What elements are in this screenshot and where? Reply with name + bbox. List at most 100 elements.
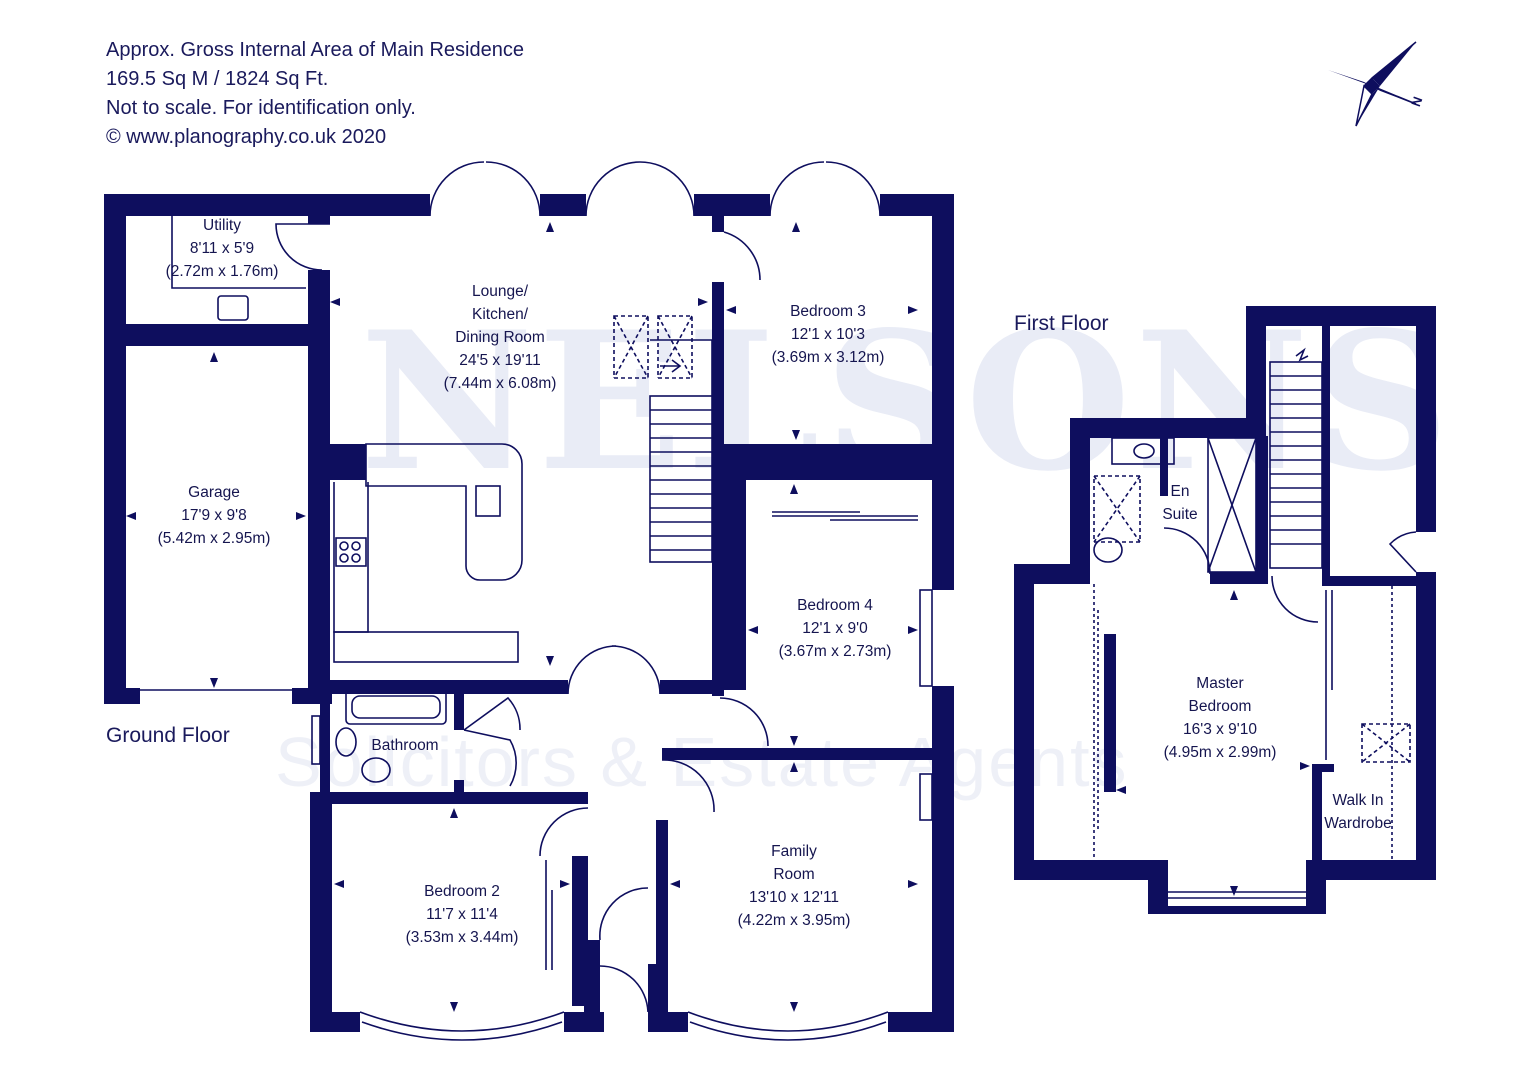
wall	[1014, 564, 1034, 880]
room-name: En	[1170, 483, 1190, 500]
radiator	[919, 773, 933, 821]
wall	[694, 194, 770, 216]
roof-window	[1361, 723, 1411, 763]
room-imperial: 16'3 x 9'10	[1182, 721, 1258, 738]
wall	[1306, 860, 1436, 880]
wall	[1246, 306, 1436, 326]
room-ensuite: En Suite	[1162, 480, 1197, 526]
kitchen-island	[365, 443, 523, 581]
door-swing	[661, 759, 715, 813]
wall	[888, 1012, 954, 1032]
wall	[104, 324, 330, 346]
sliding-wardrobe	[772, 511, 918, 521]
french-door	[429, 161, 541, 217]
wall	[722, 444, 942, 480]
room-name: Bathroom	[371, 737, 439, 754]
wall	[1416, 306, 1436, 532]
room-name: Wardrobe	[1324, 815, 1392, 832]
wall	[656, 820, 668, 1032]
room-bedroom4: Bedroom 4 12'1 x 9'0 (3.67m x 2.73m)	[779, 594, 892, 663]
room-metric: (3.69m x 3.12m)	[771, 349, 885, 366]
bath-icon	[345, 689, 447, 725]
staircase	[1269, 361, 1323, 569]
header-disclaimer: Not to scale. For identification only.	[106, 97, 416, 119]
ground-floor-fixtures	[140, 161, 933, 1041]
french-door	[585, 161, 695, 217]
room-name: Suite	[1162, 506, 1198, 523]
eaves-line	[1093, 584, 1099, 860]
wall	[1322, 326, 1330, 576]
room-family: Family Room 13'10 x 12'11 (4.22m x 3.95m…	[738, 840, 851, 932]
room-name: Lounge/	[471, 283, 529, 300]
room-imperial: 12'1 x 9'0	[802, 620, 868, 637]
window	[311, 715, 321, 765]
room-name: Master	[1196, 675, 1244, 692]
first-floor-arrows	[1116, 590, 1310, 896]
bay-window	[687, 1011, 889, 1041]
room-imperial: 13'10 x 12'11	[748, 889, 840, 906]
door-swing	[1388, 531, 1417, 573]
wall	[660, 680, 720, 694]
room-name: Family	[771, 843, 817, 860]
room-imperial: 12'1 x 10'3	[790, 326, 866, 343]
shower-icon	[1207, 437, 1257, 573]
wall	[454, 780, 464, 800]
wall	[932, 686, 954, 1032]
wall	[320, 680, 568, 694]
room-name: Dining Room	[455, 329, 545, 346]
room-name: Walk In	[1332, 792, 1384, 809]
room-name: Garage	[188, 484, 240, 501]
stair-landing	[650, 339, 713, 396]
worktop	[333, 482, 369, 633]
room-name: Utility	[203, 217, 241, 234]
room-name: Bedroom 4	[797, 597, 873, 614]
sliding-wardrobe	[545, 860, 553, 970]
room-name: Room	[773, 866, 815, 883]
room-bedroom3: Bedroom 3 12'1 x 10'3 (3.69m x 3.12m)	[772, 300, 885, 369]
wall	[1322, 764, 1334, 772]
room-name: Bedroom 3	[790, 303, 866, 320]
header-copyright: © www.planography.co.uk 2020	[106, 126, 387, 148]
wall	[1014, 860, 1168, 880]
sliding-wardrobe	[1325, 590, 1333, 760]
room-metric: (5.42m x 2.95m)	[157, 530, 271, 547]
room-imperial: 11'7 x 11'4	[426, 906, 498, 923]
door-swing	[463, 729, 517, 787]
first-floor-label: First Floor	[1014, 312, 1109, 335]
door-swing	[539, 807, 589, 857]
door-swing	[719, 697, 769, 747]
wall	[712, 282, 724, 696]
wall	[1160, 436, 1168, 496]
wall	[1322, 576, 1416, 586]
wall	[104, 688, 140, 704]
room-metric: (2.72m x 1.76m)	[165, 263, 279, 280]
room-name: Bedroom	[1188, 698, 1252, 715]
wall	[310, 1012, 360, 1032]
basin-icon	[1111, 437, 1175, 465]
door-swing	[463, 696, 521, 731]
ground-floor-label: Ground Floor	[106, 724, 230, 747]
room-metric: (4.95m x 2.99m)	[1163, 744, 1277, 761]
room-name: Kitchen/	[471, 306, 529, 323]
sink-icon	[475, 485, 501, 517]
wall	[1416, 572, 1436, 880]
roof-window	[613, 315, 649, 379]
ground-floor-plan	[104, 194, 954, 1032]
wall	[584, 940, 600, 1032]
wall	[308, 270, 330, 690]
sink-icon	[217, 295, 249, 321]
room-metric: (3.53m x 3.44m)	[405, 929, 519, 946]
basin-icon	[335, 727, 357, 757]
wall	[932, 194, 954, 590]
french-door	[567, 645, 661, 695]
worktop	[333, 631, 519, 663]
first-floor-plan	[1014, 306, 1436, 914]
bay-window	[359, 1011, 565, 1041]
room-bathroom: Bathroom	[371, 734, 438, 757]
wall	[540, 194, 586, 216]
wall	[1306, 860, 1326, 914]
room-imperial: 24'5 x 19'11	[459, 352, 541, 369]
room-garage: Garage 17'9 x 9'8 (5.42m x 2.95m)	[158, 481, 271, 550]
compass-rose-icon	[1328, 41, 1417, 127]
